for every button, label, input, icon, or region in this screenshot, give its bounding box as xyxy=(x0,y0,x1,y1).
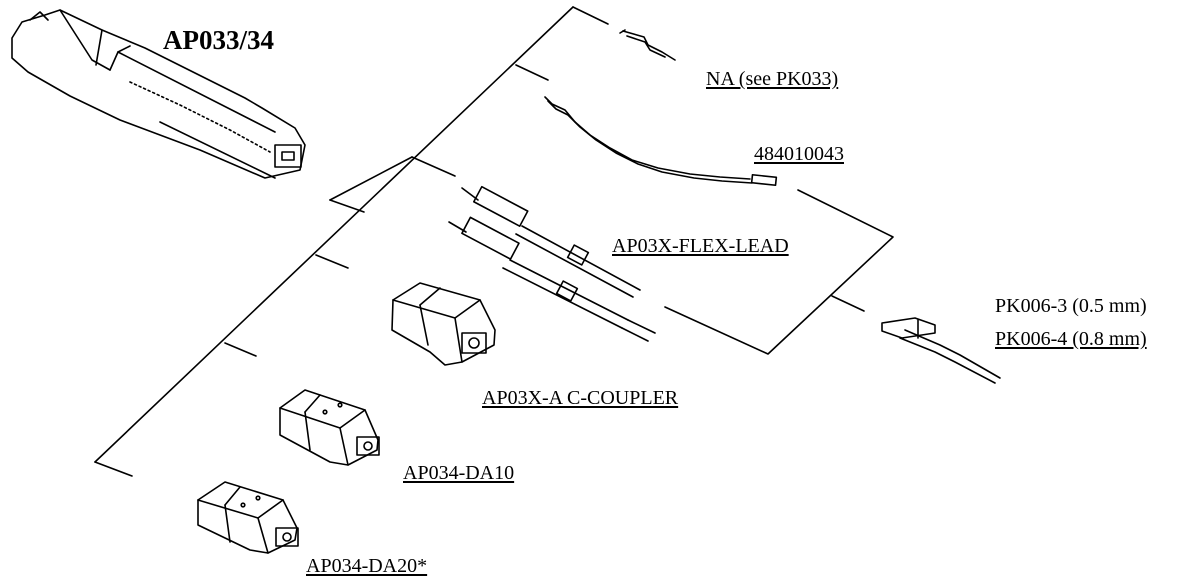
tick-3 xyxy=(411,156,456,177)
tick-6 xyxy=(94,461,133,477)
tip-pin-icon xyxy=(619,29,676,61)
diagram-title: AP033/34 xyxy=(163,25,274,55)
tick-1 xyxy=(572,6,609,25)
label-flex-lead: AP03X-FLEX-LEAD xyxy=(612,235,789,257)
tick-2 xyxy=(515,64,549,81)
tick-5 xyxy=(224,342,257,357)
attenuator-da20-icon xyxy=(197,481,299,554)
flex-lead-icon xyxy=(448,185,656,342)
attenuator-da10-icon xyxy=(279,389,380,466)
tree-branch-line xyxy=(329,156,413,201)
tick-7 xyxy=(329,199,365,213)
ac-coupler-icon xyxy=(391,282,496,366)
label-pk006-4: PK006-4 (0.8 mm) xyxy=(995,328,1147,350)
bracket-tick xyxy=(831,295,865,312)
tick-4 xyxy=(315,254,349,269)
bracket-line xyxy=(664,189,894,355)
label-ac-coupler: AP03X-A C-COUPLER xyxy=(482,387,679,409)
label-pk006-3: PK006-3 (0.5 mm) xyxy=(995,295,1147,317)
label-da10: AP034-DA10 xyxy=(403,462,515,484)
pk006-adapter-icon xyxy=(881,317,1001,384)
tree-trunk-line xyxy=(94,6,574,463)
label-na-pk033: NA (see PK033) xyxy=(706,68,839,90)
label-484010043: 484010043 xyxy=(754,143,844,165)
probe-body-icon xyxy=(11,9,306,179)
beaded-cable-icon xyxy=(544,96,778,187)
label-da20: AP034-DA20* xyxy=(306,555,428,577)
